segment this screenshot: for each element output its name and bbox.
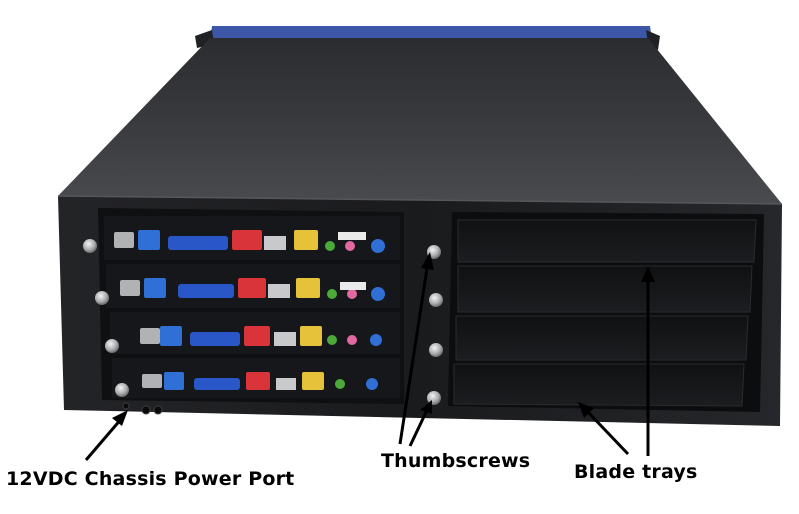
thumbscrew — [95, 291, 109, 305]
thumbscrew-arrow — [408, 407, 430, 447]
rear-bracket — [646, 30, 660, 50]
chassis-top — [58, 38, 782, 204]
thumbscrew — [115, 383, 129, 397]
thumbscrew — [105, 339, 119, 353]
blade-tray-2 — [457, 265, 753, 313]
thumbscrews-label: Thumbscrews — [381, 450, 531, 472]
arrowhead — [420, 400, 432, 414]
blade-4 — [112, 358, 400, 398]
blade-trays — [453, 219, 757, 407]
callout-arrows — [84, 252, 655, 461]
arrowhead — [578, 402, 594, 418]
thumbscrews — [83, 239, 443, 405]
thumbscrew — [429, 343, 443, 357]
thumbscrew — [83, 239, 97, 253]
blade-stack — [104, 216, 400, 398]
arrowhead — [112, 410, 128, 426]
power-port — [122, 402, 163, 415]
chassis-edge — [57, 195, 783, 205]
thumbscrew-arrow — [398, 261, 430, 445]
arrowhead — [421, 252, 434, 270]
blade-tray-4 — [453, 363, 745, 407]
blade-1 — [104, 216, 400, 260]
blade-3 — [110, 312, 400, 354]
blade-trays-label: Blade trays — [574, 461, 698, 483]
blade-tray-arrow — [584, 408, 630, 456]
power-port-arrow — [84, 417, 124, 461]
arrowhead — [641, 266, 655, 282]
blade-tray-1 — [457, 219, 757, 263]
rear-blue-panel — [210, 26, 652, 40]
power-port-label: 12VDC Chassis Power Port — [6, 468, 295, 490]
blade-tray-3 — [455, 315, 749, 361]
thumbscrew — [429, 293, 443, 307]
blade-2 — [106, 264, 400, 308]
